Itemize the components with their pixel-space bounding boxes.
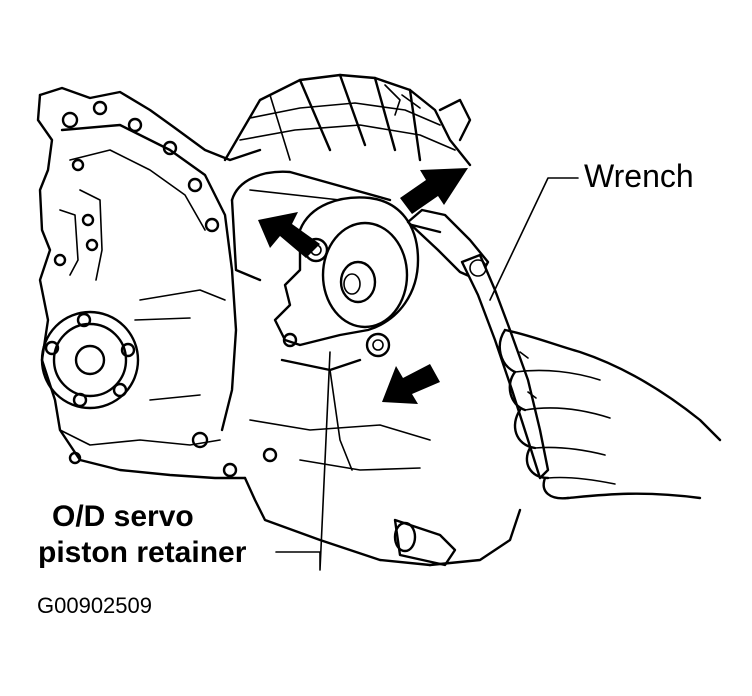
arrow-left [258, 212, 320, 258]
servo-label-line2: piston retainer [38, 536, 247, 569]
wrench-leader-line [489, 177, 579, 301]
servo-cylinder [230, 170, 432, 567]
lower-fitting [393, 508, 522, 567]
servo-leader-line [275, 351, 331, 571]
arrow-upper-right [400, 168, 468, 214]
extension-housing [223, 73, 472, 167]
servo-label-line1: O/D servo [52, 500, 194, 533]
leader-lines [275, 177, 579, 571]
wrench-tool [406, 208, 550, 480]
arrow-bottom [382, 364, 440, 404]
transmission-case [36, 86, 278, 480]
hand [498, 328, 722, 500]
indicator-arrows [258, 168, 468, 404]
wrench-label: Wrench [584, 158, 694, 194]
figure-code: G00902509 [37, 593, 152, 618]
